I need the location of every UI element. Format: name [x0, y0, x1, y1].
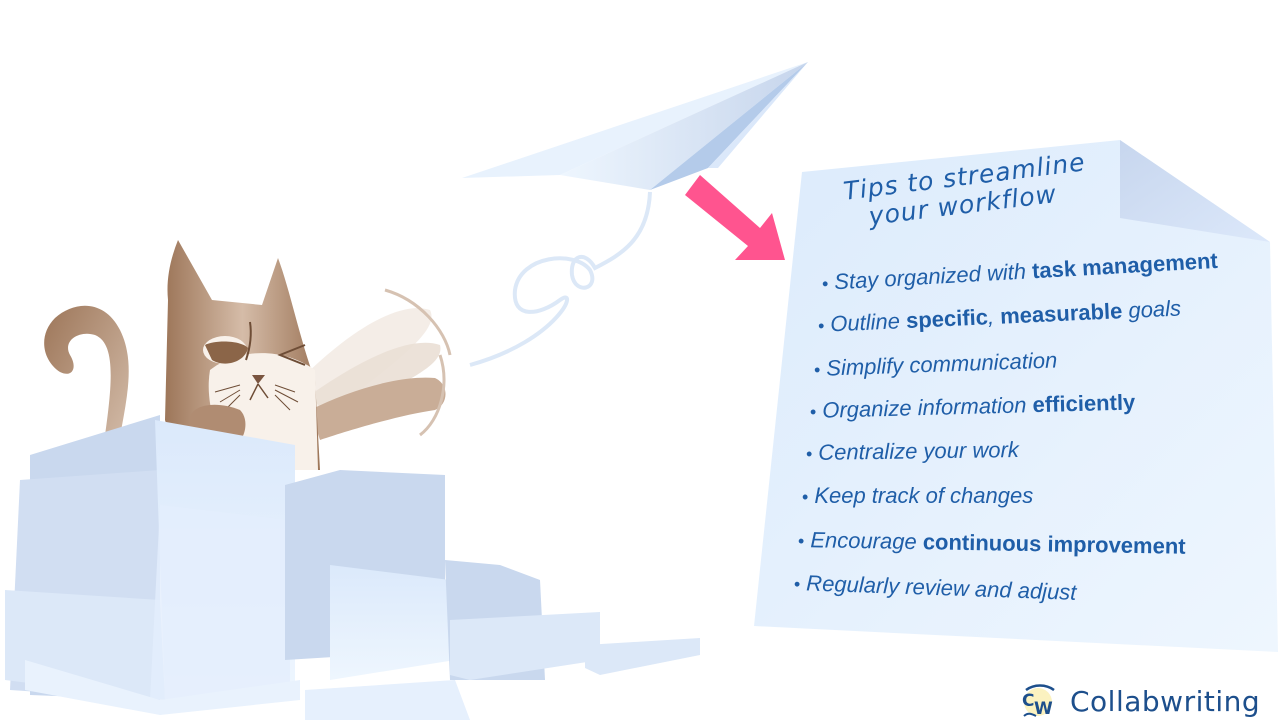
note-title: Tips to streamline your workflow — [842, 147, 1090, 233]
tip-item: •Centralize your work — [805, 437, 1019, 465]
tip-item: •Organize information efficiently — [809, 389, 1136, 423]
svg-text:C: C — [1022, 691, 1034, 711]
arrow-down-right-icon — [685, 175, 785, 260]
tip-item: •Keep track of changes — [802, 483, 1034, 508]
tip-item: •Simplify communication — [813, 347, 1058, 381]
grumpy-cat-icon — [44, 240, 452, 470]
brand-name: Collabwriting — [1070, 684, 1261, 718]
svg-text:W: W — [1034, 699, 1053, 718]
tip-item: •Encourage continuous improvement — [797, 527, 1186, 559]
paper-plane-icon — [462, 62, 808, 367]
collabwriting-logo-icon: C W — [1022, 684, 1055, 718]
paper-stack-icon — [5, 415, 700, 720]
tip-item: •Stay organized with task management — [821, 247, 1219, 295]
tip-item: •Outline specific, measurable goals — [817, 295, 1182, 337]
tip-item: •Regularly review and adjust — [793, 570, 1077, 605]
note-paper — [754, 140, 1278, 652]
brand-logo[interactable]: C W Collabwriting — [1020, 684, 1260, 718]
